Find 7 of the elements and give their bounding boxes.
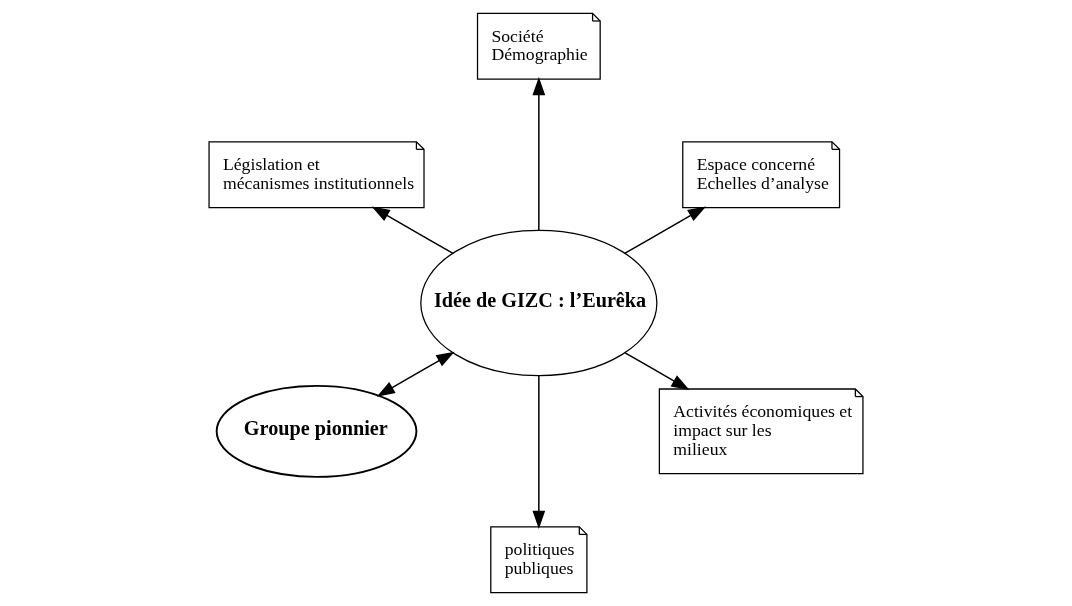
node-ellipse: Idée de GIZC : l’Eurêka xyxy=(420,229,658,377)
arrow xyxy=(624,206,707,254)
arrow xyxy=(532,76,546,231)
arrow xyxy=(376,351,455,397)
arrow xyxy=(624,352,690,391)
arrow xyxy=(371,206,454,254)
arrow xyxy=(532,375,546,530)
